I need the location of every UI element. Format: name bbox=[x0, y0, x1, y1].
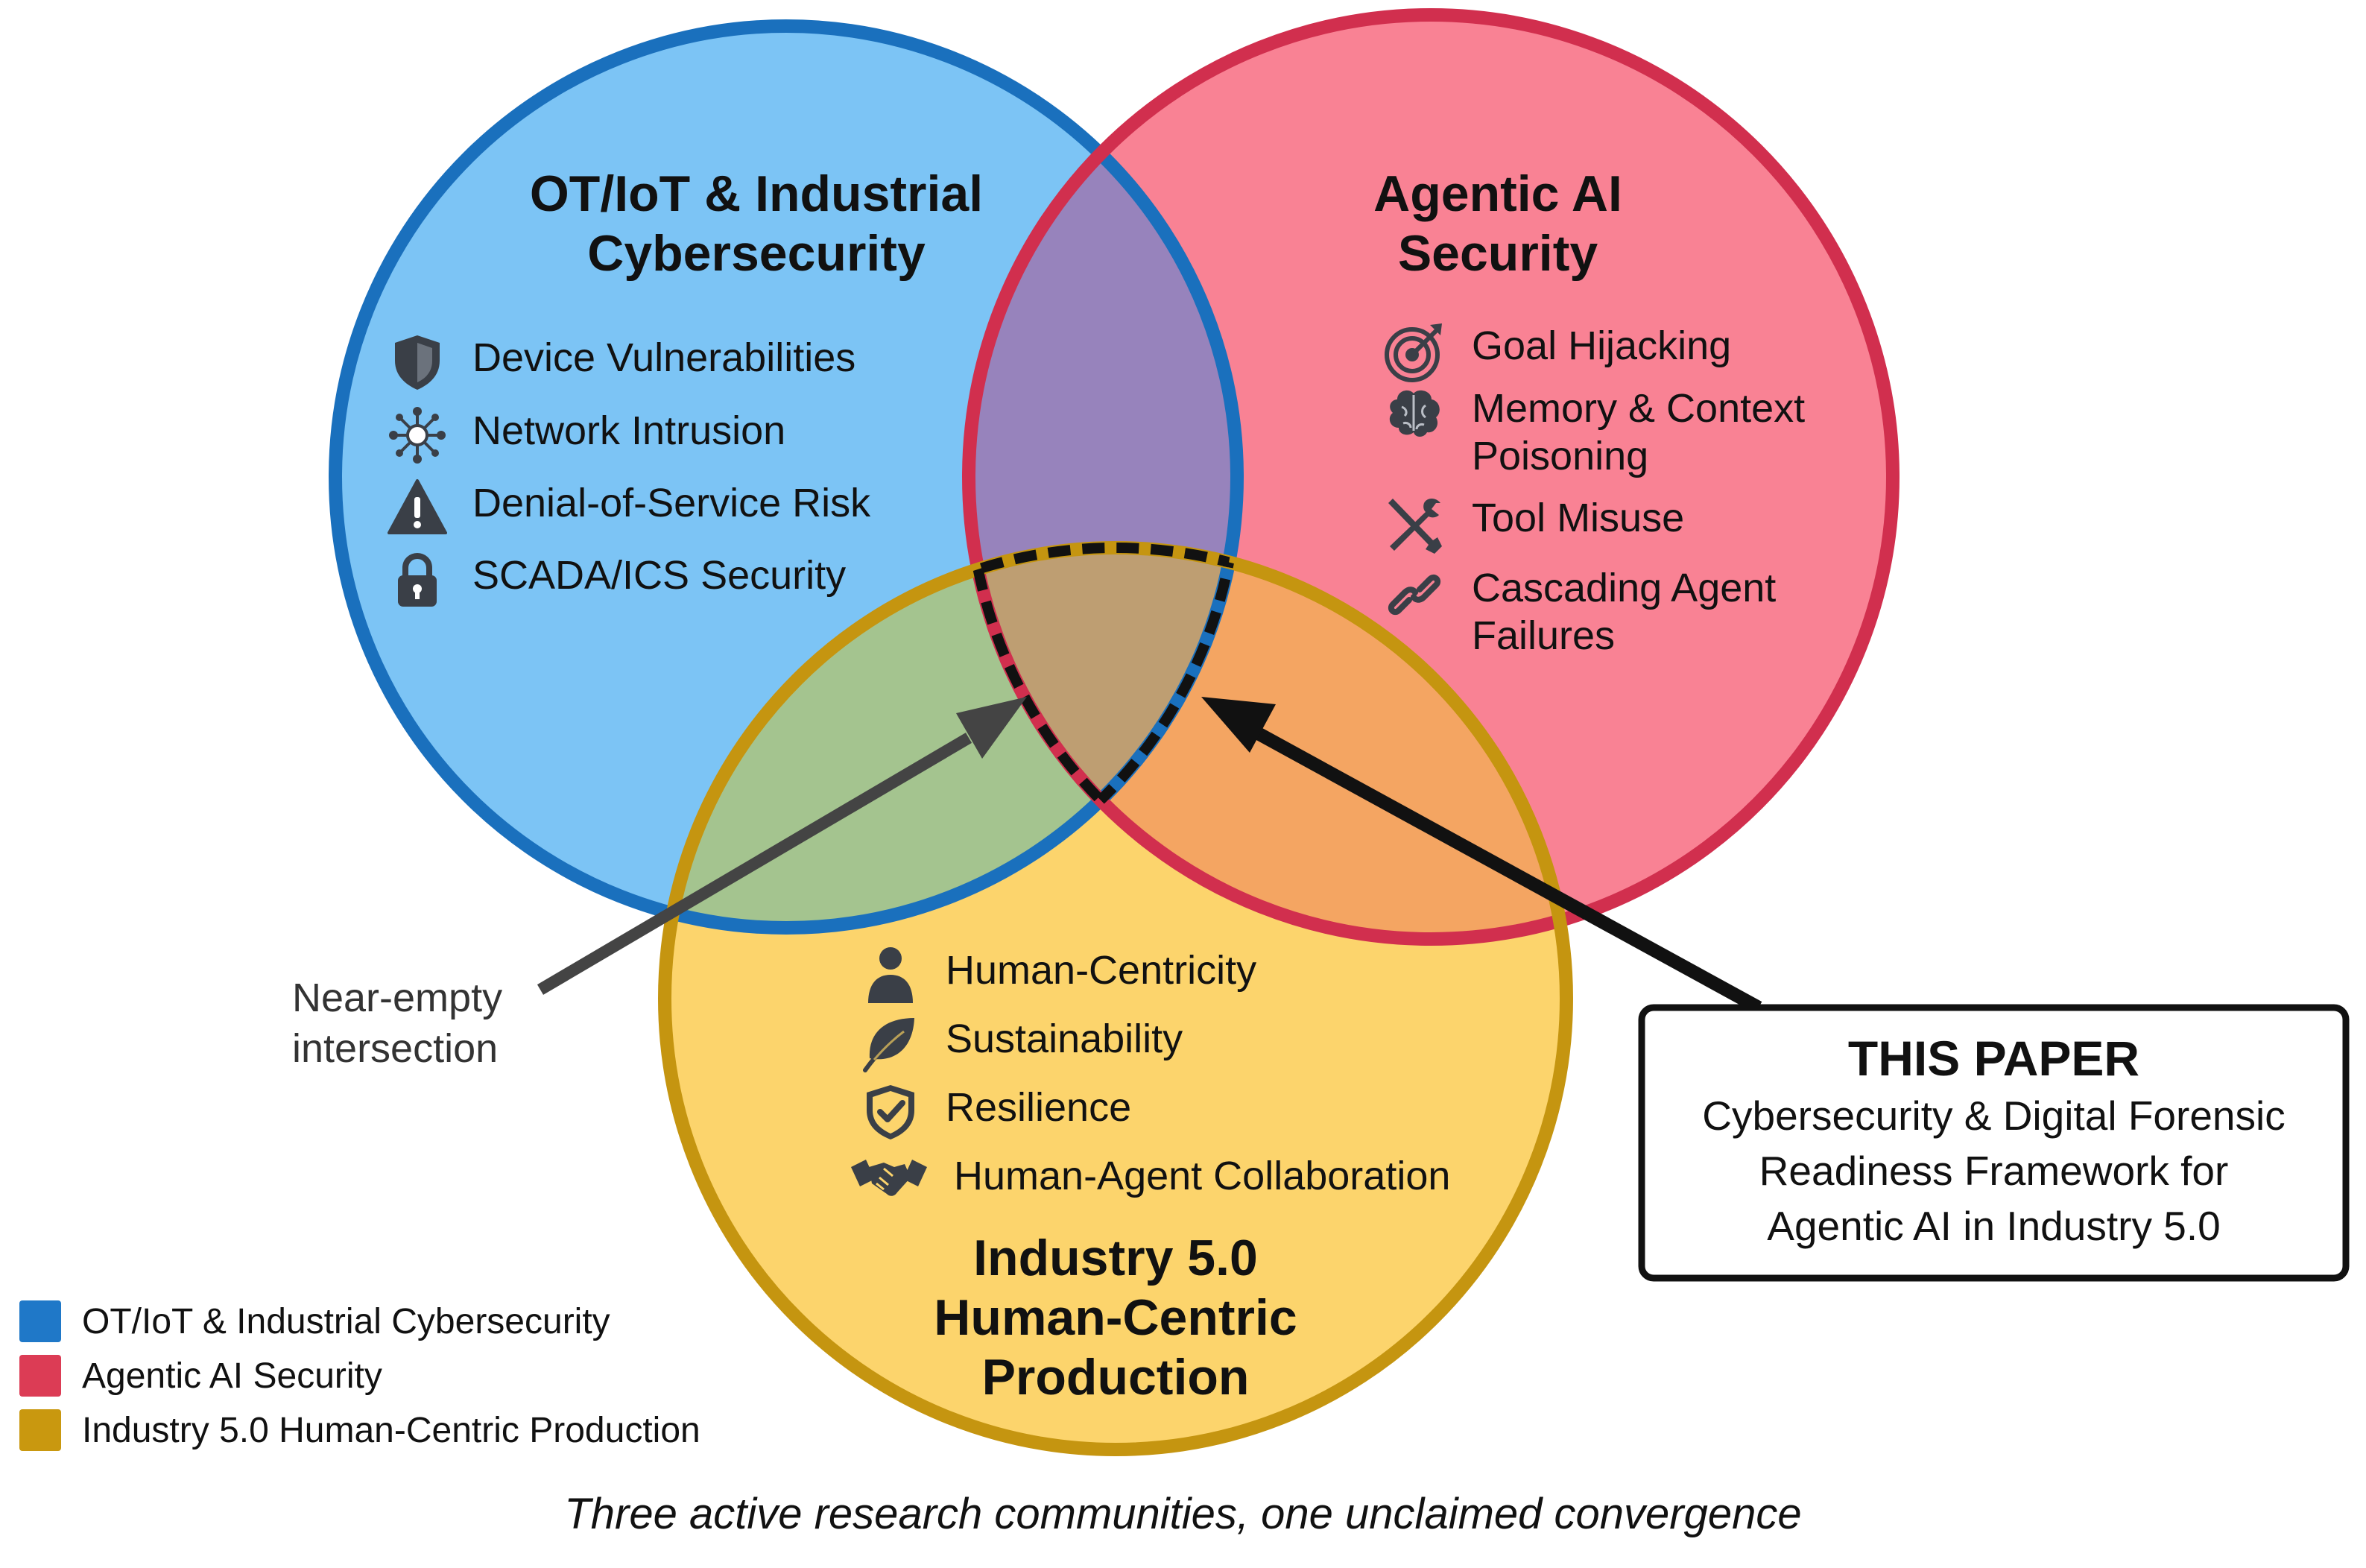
lock-icon bbox=[398, 552, 437, 607]
ot-item-label: SCADA/ICS Security bbox=[472, 553, 847, 598]
industry-title: Industry 5.0 Human-Centric Production bbox=[817, 1228, 1414, 1407]
this-paper-line2: Readiness Framework for bbox=[1759, 1148, 2229, 1194]
target-icon bbox=[1385, 323, 1442, 382]
industry-title-line1: Industry 5.0 bbox=[973, 1230, 1258, 1286]
agentic-title-line2: Security bbox=[1397, 225, 1598, 282]
agentic-item-tool-misuse: Tool Misuse bbox=[1382, 494, 1684, 557]
industry-item-label: Human-Agent Collaboration bbox=[954, 1154, 1451, 1198]
near-empty-annotation: Near-empty intersection bbox=[292, 973, 502, 1074]
agentic-item-label-cont: Failures bbox=[1472, 613, 1616, 658]
industry-title-line3: Production bbox=[981, 1349, 1250, 1406]
industry-item-sustainability: Sustainability bbox=[861, 1015, 1183, 1073]
person-icon bbox=[868, 947, 913, 1003]
agentic-item-label: Goal Hijacking bbox=[1472, 323, 1732, 368]
shield-check-icon bbox=[867, 1085, 914, 1139]
agentic-item-text: Memory & Context Poisoning bbox=[1472, 385, 1805, 480]
circle-agentic-outline bbox=[962, 8, 1900, 946]
ot-item-label: Device Vulnerabilities bbox=[472, 335, 856, 380]
ot-iot-title-line2: Cybersecurity bbox=[587, 225, 926, 282]
overlap-ot-industry bbox=[665, 548, 1237, 928]
legend-swatch-red bbox=[19, 1355, 61, 1397]
shield-icon bbox=[395, 335, 440, 390]
brain-icon bbox=[1389, 390, 1440, 437]
agentic-title: Agentic AI Security bbox=[1215, 164, 1781, 283]
ot-item-network-intrusion: Network Intrusion bbox=[388, 407, 785, 465]
legend-item-industry: Industry 5.0 Human-Centric Production bbox=[19, 1409, 700, 1451]
ot-item-scada-ics: SCADA/ICS Security bbox=[388, 551, 846, 610]
legend-swatch-yellow bbox=[19, 1409, 61, 1451]
agentic-title-line1: Agentic AI bbox=[1373, 165, 1622, 222]
warning-icon bbox=[388, 479, 447, 534]
this-paper-line1: Cybersecurity & Digital Forensic bbox=[1702, 1093, 2286, 1139]
near-empty-line2: intersection bbox=[292, 1026, 499, 1071]
agentic-item-label-cont: Poisoning bbox=[1472, 434, 1649, 478]
this-paper-heading: THIS PAPER bbox=[1847, 1031, 2140, 1086]
legend-label: Agentic AI Security bbox=[82, 1356, 382, 1396]
ot-item-device-vulnerabilities: Device Vulnerabilities bbox=[388, 334, 855, 392]
handshake-icon bbox=[851, 1160, 927, 1196]
circle-industry-outline bbox=[658, 541, 1573, 1456]
leaf-icon bbox=[863, 1018, 914, 1072]
industry-item-label: Human-Centricity bbox=[946, 948, 1257, 993]
agentic-item-text: Cascading Agent Failures bbox=[1472, 564, 1776, 660]
ot-iot-title-line1: OT/IoT & Industrial bbox=[529, 165, 984, 222]
near-empty-arrow-head bbox=[956, 697, 1027, 759]
legend-label: OT/IoT & Industrial Cybersecurity bbox=[82, 1301, 610, 1341]
legend-swatch-blue bbox=[19, 1300, 61, 1342]
legend-item-ot-iot: OT/IoT & Industrial Cybersecurity bbox=[19, 1300, 610, 1342]
figure-caption: Three active research communities, one u… bbox=[564, 1490, 1802, 1538]
this-paper-line3: Agentic AI in Industry 5.0 bbox=[1767, 1203, 2221, 1249]
industry-item-collaboration: Human-Agent Collaboration bbox=[850, 1152, 1450, 1210]
tools-icon bbox=[1388, 499, 1442, 554]
ot-item-label: Network Intrusion bbox=[472, 408, 786, 453]
industry-title-line2: Human-Centric bbox=[934, 1289, 1297, 1346]
this-paper-arrow-line bbox=[1256, 728, 1762, 1014]
ot-iot-title: OT/IoT & Industrial Cybersecurity bbox=[458, 164, 1054, 283]
legend-item-agentic: Agentic AI Security bbox=[19, 1355, 382, 1397]
near-empty-line1: Near-empty bbox=[292, 976, 503, 1020]
agentic-item-cascading-failures: Cascading Agent Failures bbox=[1382, 564, 1776, 660]
industry-item-label: Sustainability bbox=[946, 1017, 1183, 1061]
legend-label: Industry 5.0 Human-Centric Production bbox=[82, 1410, 700, 1450]
industry-item-label: Resilience bbox=[946, 1085, 1132, 1130]
industry-item-human-centricity: Human-Centricity bbox=[861, 946, 1256, 1005]
agentic-item-goal-hijacking: Goal Hijacking bbox=[1382, 322, 1731, 385]
chain-link-icon bbox=[1388, 574, 1441, 616]
agentic-item-label: Cascading Agent bbox=[1472, 566, 1777, 610]
this-paper-text: THIS PAPER Cybersecurity & Digital Foren… bbox=[1642, 1028, 2346, 1254]
this-paper-box bbox=[1638, 1004, 2350, 1282]
this-paper-arrow-head bbox=[1201, 697, 1276, 753]
circle-ot-iot-outline bbox=[329, 19, 1244, 935]
ot-item-label: Denial-of-Service Risk bbox=[472, 481, 871, 525]
network-icon bbox=[389, 407, 446, 464]
agentic-item-label: Memory & Context bbox=[1472, 386, 1806, 431]
industry-item-resilience: Resilience bbox=[861, 1084, 1131, 1142]
agentic-item-memory-poisoning: Memory & Context Poisoning bbox=[1382, 385, 1805, 480]
agentic-item-label: Tool Misuse bbox=[1472, 496, 1685, 540]
near-empty-arrow-line bbox=[537, 733, 972, 995]
ot-item-dos-risk: Denial-of-Service Risk bbox=[388, 479, 870, 537]
